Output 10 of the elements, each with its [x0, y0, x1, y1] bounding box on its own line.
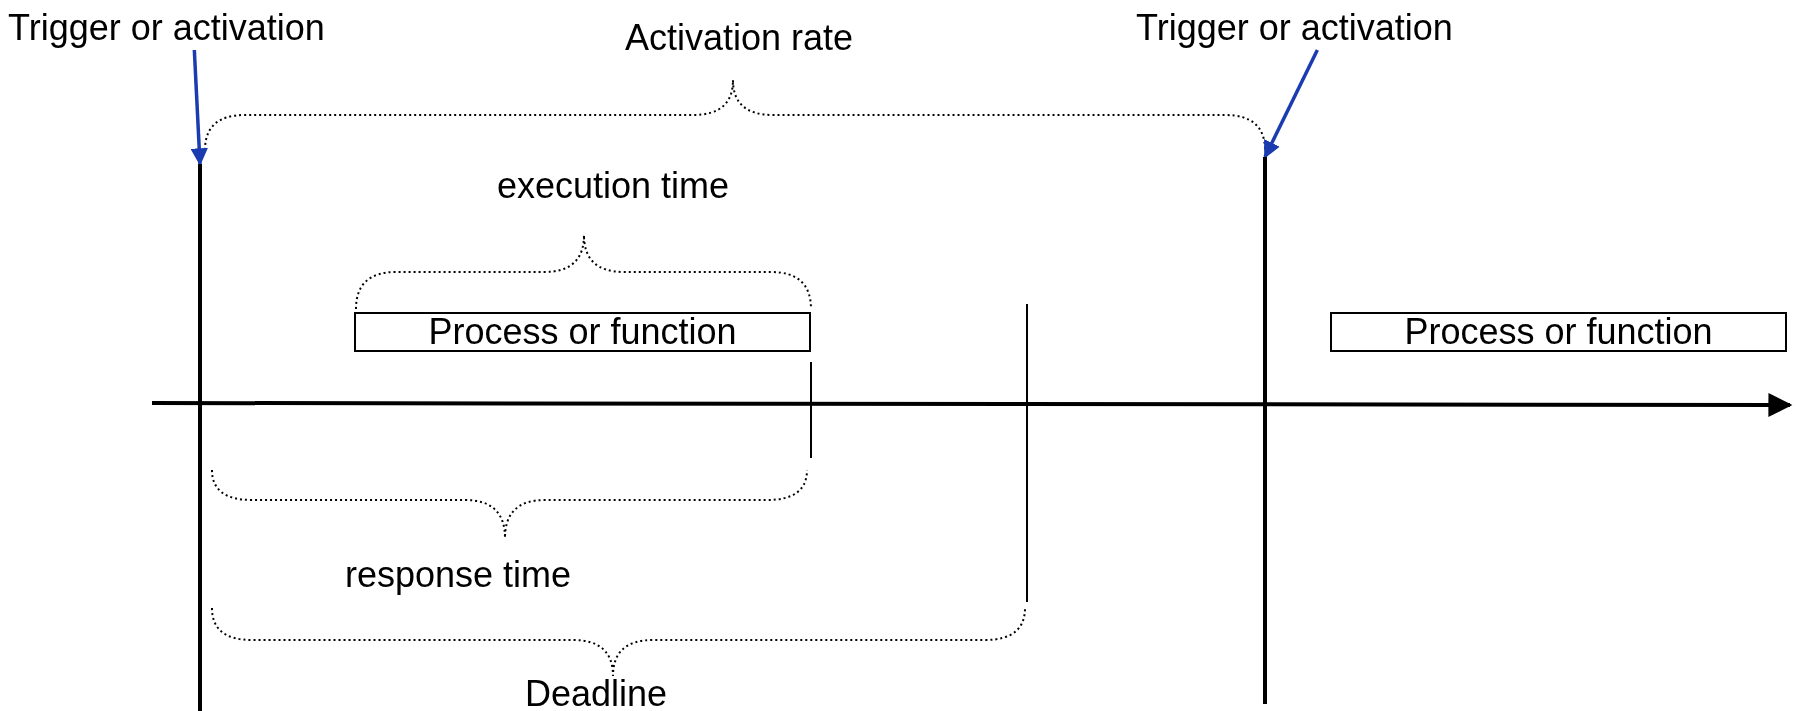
dimension-label: Deadline — [524, 672, 668, 711]
trigger-label: Trigger or activation — [1136, 6, 1520, 50]
dimension-label: execution time — [496, 164, 730, 208]
dimension-label: Activation rate — [624, 16, 854, 60]
process-box: Process or function — [1330, 312, 1787, 352]
arrow — [190, 49, 208, 166]
process-box: Process or function — [354, 312, 811, 352]
dimension-label: response time — [344, 553, 572, 597]
arrow — [1263, 49, 1319, 159]
trigger-label: Trigger or activation — [8, 6, 392, 50]
